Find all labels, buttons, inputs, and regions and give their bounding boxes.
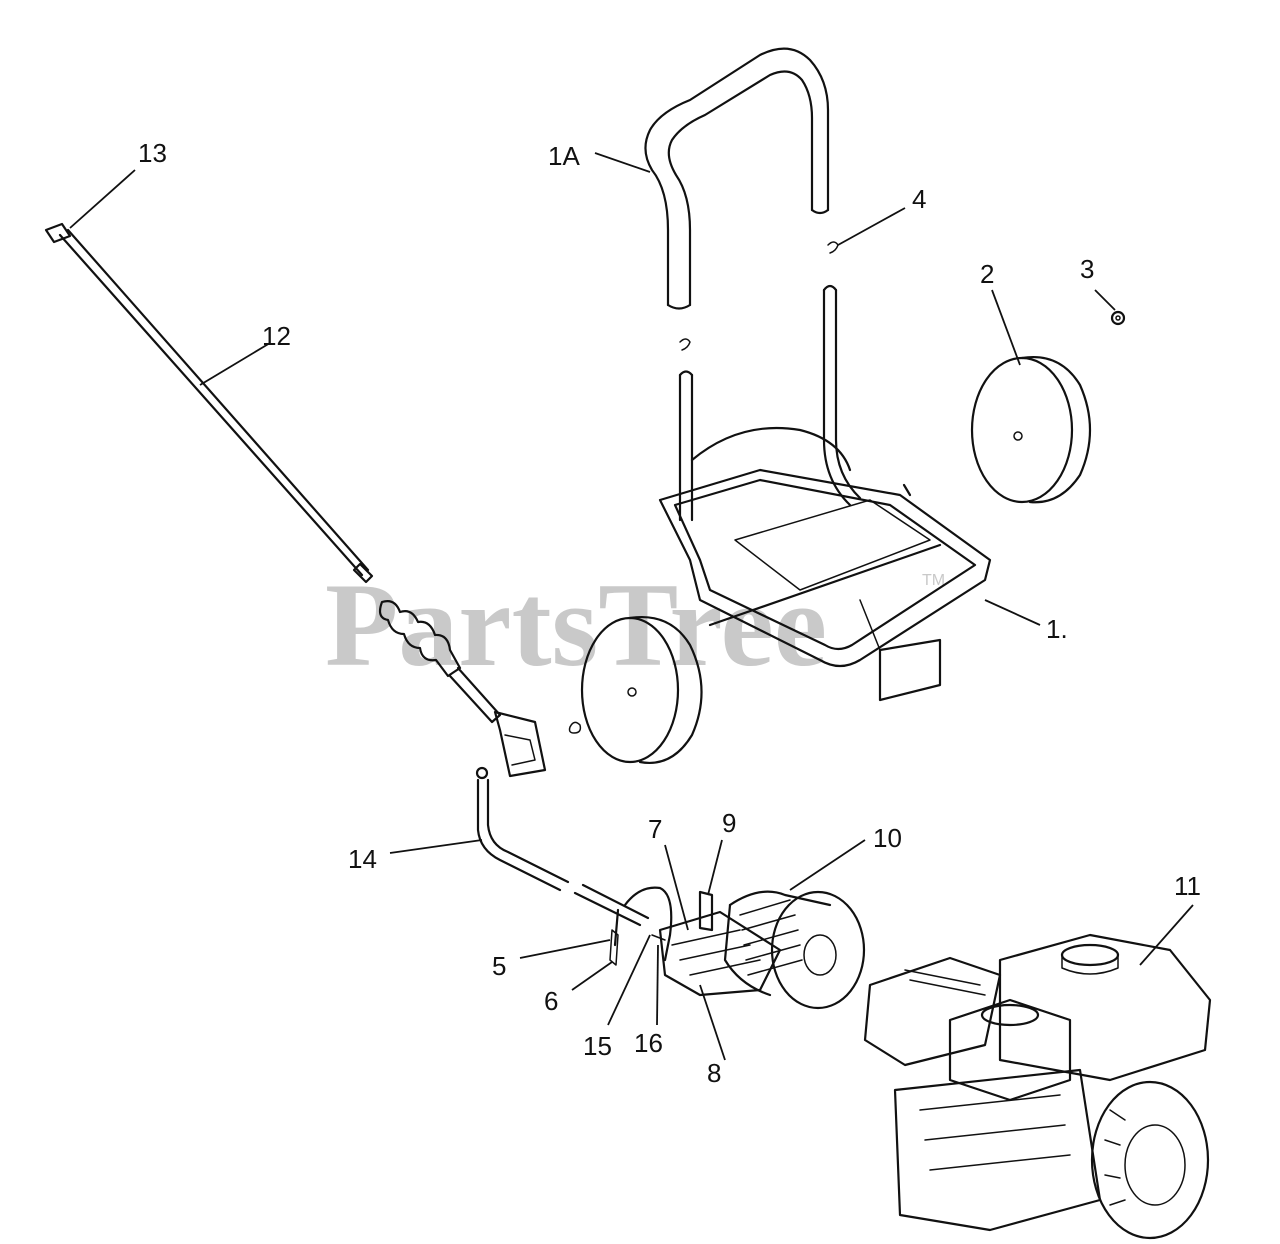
callout-13: 13	[138, 138, 167, 168]
hose-loop-15[interactable]	[613, 886, 673, 962]
spray-gun[interactable]	[378, 600, 547, 778]
wheel-2[interactable]	[970, 356, 1092, 504]
fitting-5-6[interactable]	[609, 929, 619, 966]
pump-housing-10[interactable]	[723, 890, 866, 1010]
callout-9: 9	[722, 808, 736, 838]
callout-14: 14	[348, 844, 377, 874]
nut-3[interactable]	[1110, 310, 1126, 326]
handle-1a[interactable]	[644, 47, 830, 310]
leader-lines	[69, 152, 1194, 1061]
wheel-left[interactable]	[580, 616, 703, 764]
callout-1: 1.	[1046, 614, 1068, 644]
callout-6: 6	[544, 986, 558, 1016]
callout-3: 3	[1080, 254, 1094, 284]
nut-left[interactable]	[568, 721, 582, 734]
frame-1[interactable]	[658, 284, 992, 702]
callout-10: 10	[873, 823, 902, 853]
callout-1a: 1A	[548, 141, 580, 171]
callout-16: 16	[634, 1028, 663, 1058]
callout-8: 8	[707, 1058, 721, 1088]
callout-15: 15	[583, 1031, 612, 1061]
engine-11[interactable]	[863, 933, 1212, 1240]
callout-2: 2	[980, 259, 994, 289]
watermark-trademark: TM	[922, 572, 945, 589]
watermark-text: PartsTree	[325, 558, 827, 691]
hose-14[interactable]	[475, 766, 650, 927]
callout-12: 12	[262, 321, 291, 351]
callout-5: 5	[492, 951, 506, 981]
callout-labels: 1. 1A 2 3 4 5 6 7 8 9 10 11 12 13 14 15 …	[138, 138, 1201, 1088]
callout-4: 4	[912, 184, 926, 214]
clip-4[interactable]	[679, 241, 839, 351]
spray-lance-12[interactable]	[44, 222, 374, 584]
callout-11: 11	[1174, 871, 1201, 901]
callout-7: 7	[648, 814, 662, 844]
